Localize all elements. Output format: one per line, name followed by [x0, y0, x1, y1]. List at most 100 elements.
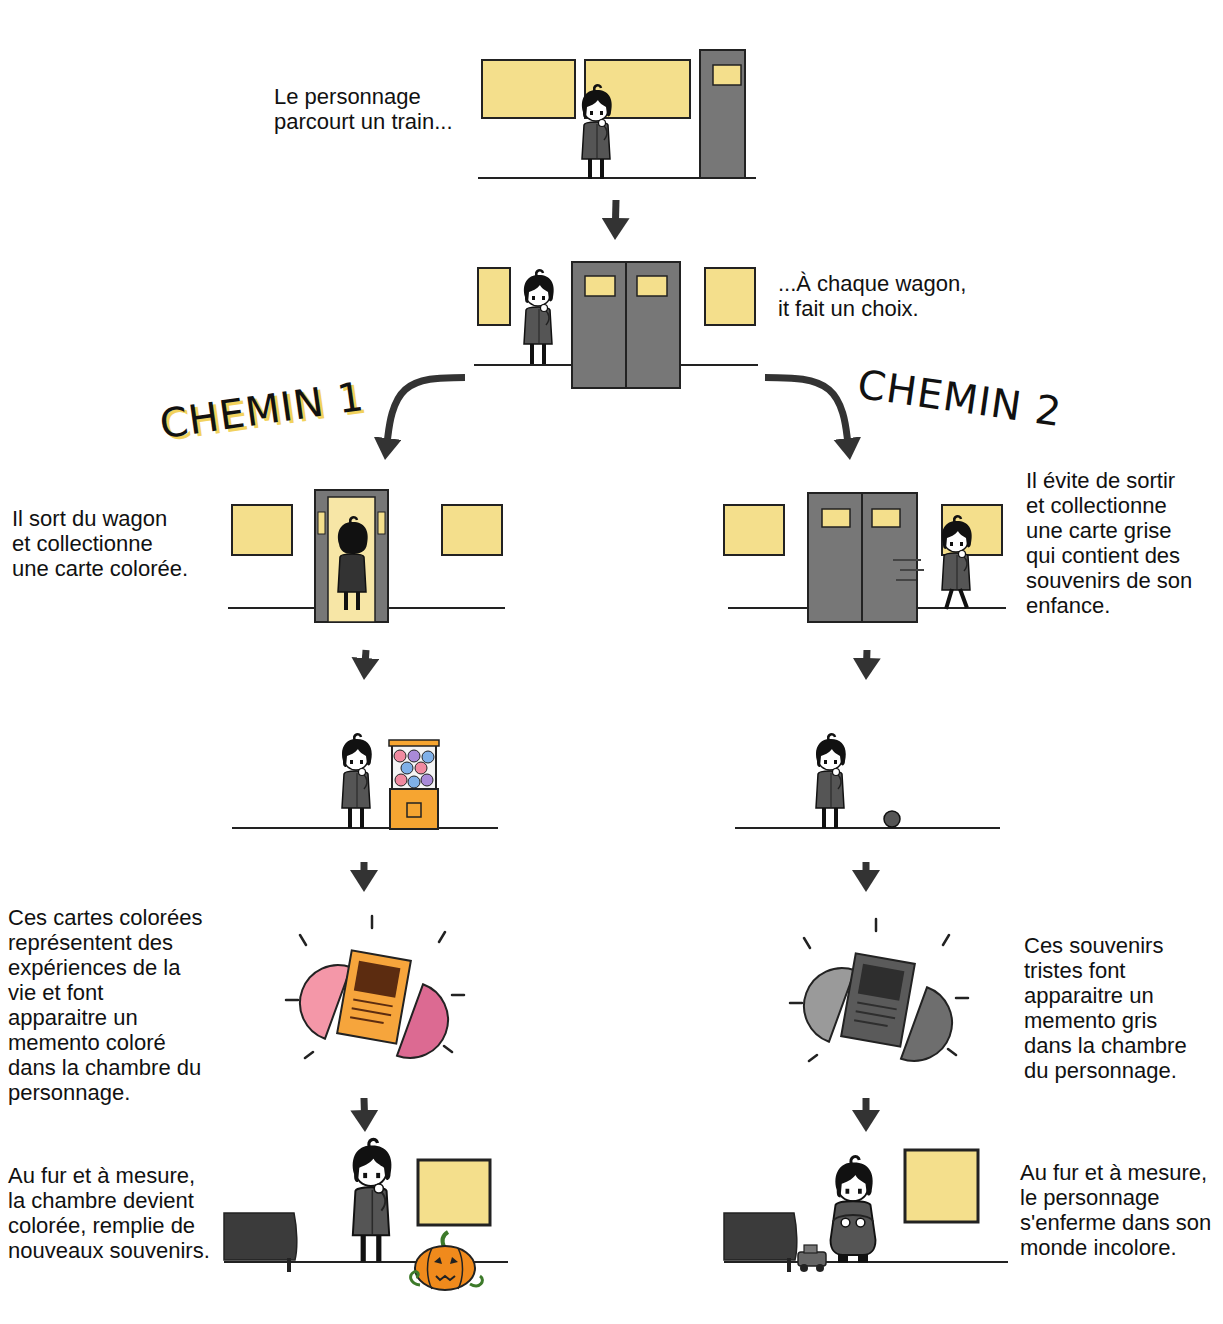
- cloud-shape: [213, 1130, 513, 1320]
- pumpkin: [415, 1246, 475, 1290]
- panel-caption: Au fur et à mesure, le personnage s'enfe…: [1020, 1160, 1216, 1260]
- cloud-shape: [719, 457, 1015, 652]
- card-lines: [350, 999, 393, 1024]
- table-leg: [287, 1258, 291, 1272]
- motion-lines: [893, 560, 924, 580]
- floor-line: [735, 827, 1000, 829]
- toy-car-cabin: [804, 1245, 817, 1253]
- train-door: [700, 50, 745, 178]
- capsule-ball: [395, 774, 407, 786]
- flow-arrow: [765, 378, 849, 448]
- train-window: [232, 505, 292, 555]
- capsule-ball: [422, 751, 434, 763]
- capsule-half: [901, 987, 963, 1071]
- table: [724, 1213, 797, 1260]
- panel-caption: Au fur et à mesure, la chambre devient c…: [8, 1163, 214, 1263]
- illustrated-panel: Au fur et à mesure, le personnage s'enfe…: [718, 1132, 1014, 1318]
- character: [338, 517, 368, 610]
- train-window: [705, 268, 755, 325]
- panel-caption: ...À chaque wagon, it fait un choix.: [778, 271, 972, 321]
- coloured-capsule: [286, 916, 464, 1069]
- grey-capsule: [790, 919, 968, 1072]
- ball-scene: [735, 734, 1000, 828]
- memory-card: [841, 953, 915, 1046]
- colourful-room: [224, 1139, 508, 1290]
- flow-arrow: [386, 378, 465, 448]
- cloud-shape: [216, 678, 510, 864]
- illustrated-panel: Le personnage parcourt un train...: [470, 10, 762, 200]
- pumpkin-vine: [411, 1272, 483, 1286]
- character: [342, 734, 372, 828]
- gachapon-base: [390, 789, 438, 829]
- flow-arrow: [863, 1098, 870, 1120]
- table-leg: [787, 1258, 791, 1272]
- illustrated-panel: Au fur et à mesure, la chambre devient c…: [216, 1132, 514, 1318]
- exit-scene: [228, 490, 505, 622]
- illustrated-panel: Ces souvenirs tristes font apparaitre un…: [720, 892, 1012, 1098]
- train-window: [482, 60, 575, 118]
- flow-arrow: [863, 862, 870, 880]
- train-window: [724, 505, 784, 555]
- room-window: [418, 1160, 490, 1225]
- toy-car: [798, 1252, 826, 1266]
- open-door-light: [328, 497, 375, 622]
- pumpkin-mouth: [436, 1276, 455, 1280]
- panel-caption: Ces cartes colorées représentent des exp…: [8, 905, 208, 1105]
- capsule-ball: [394, 750, 406, 762]
- train-window: [478, 268, 510, 325]
- gachapon-scene: [232, 734, 498, 829]
- gachapon-top: [389, 740, 439, 746]
- pumpkin-eyes: [434, 1257, 458, 1264]
- cloud-outline: [216, 892, 512, 1098]
- cloud-outline: [465, 240, 765, 400]
- character: [524, 270, 554, 364]
- train-door: [572, 262, 680, 388]
- door-window: [637, 276, 667, 296]
- train-door: [808, 493, 917, 622]
- pumpkin-stem: [443, 1232, 448, 1247]
- illustrated-panel: [218, 680, 510, 862]
- character: [353, 1139, 392, 1261]
- cloud-shape: [715, 1130, 1012, 1320]
- character: [942, 516, 972, 609]
- door-window: [318, 512, 325, 534]
- flow-arrow: [612, 200, 620, 228]
- memory-card: [337, 950, 411, 1043]
- flow-arrow: [361, 862, 368, 880]
- character: [816, 734, 846, 828]
- door-split: [625, 262, 627, 388]
- cloud-outline: [720, 892, 1012, 1098]
- capsule-ball: [408, 750, 420, 762]
- illustrated-panel: Ces cartes colorées représentent des exp…: [216, 892, 512, 1098]
- card-lines: [854, 1002, 897, 1027]
- pumpkin-ridges: [428, 1248, 463, 1289]
- avoid-scene: [724, 493, 1006, 622]
- door-window: [713, 65, 741, 85]
- cloud-outline: [718, 1132, 1014, 1318]
- gachapon-glass: [392, 745, 436, 789]
- table: [224, 1213, 297, 1260]
- door-window: [585, 276, 615, 296]
- cloud-shape: [464, 238, 764, 402]
- cloud-outline: [720, 680, 1012, 862]
- illustrated-panel: Il évite de sortir et collectionne une c…: [720, 460, 1014, 650]
- cloud-shape: [469, 7, 764, 202]
- panel-caption: Il évite de sortir et collectionne une c…: [1026, 468, 1196, 618]
- path-label: CHEMIN 1: [157, 372, 367, 448]
- cloud-outline: [720, 460, 1014, 650]
- illustrated-panel: Il sort du wagon et collectionne une car…: [220, 460, 512, 650]
- floor-line: [232, 827, 498, 829]
- train-window: [442, 505, 502, 555]
- capsule-ball: [408, 776, 420, 788]
- capsule-ball: [421, 774, 433, 786]
- door-window: [872, 509, 900, 527]
- cloud-shape: [219, 457, 513, 652]
- illustrated-panel: ...À chaque wagon, it fait un choix.: [465, 240, 765, 400]
- ball: [884, 811, 900, 827]
- capsule-half: [397, 984, 459, 1068]
- card-picture: [858, 964, 905, 1001]
- flow-arrow: [365, 650, 366, 668]
- cloud-outline: [470, 10, 762, 200]
- door-frame: [315, 490, 388, 622]
